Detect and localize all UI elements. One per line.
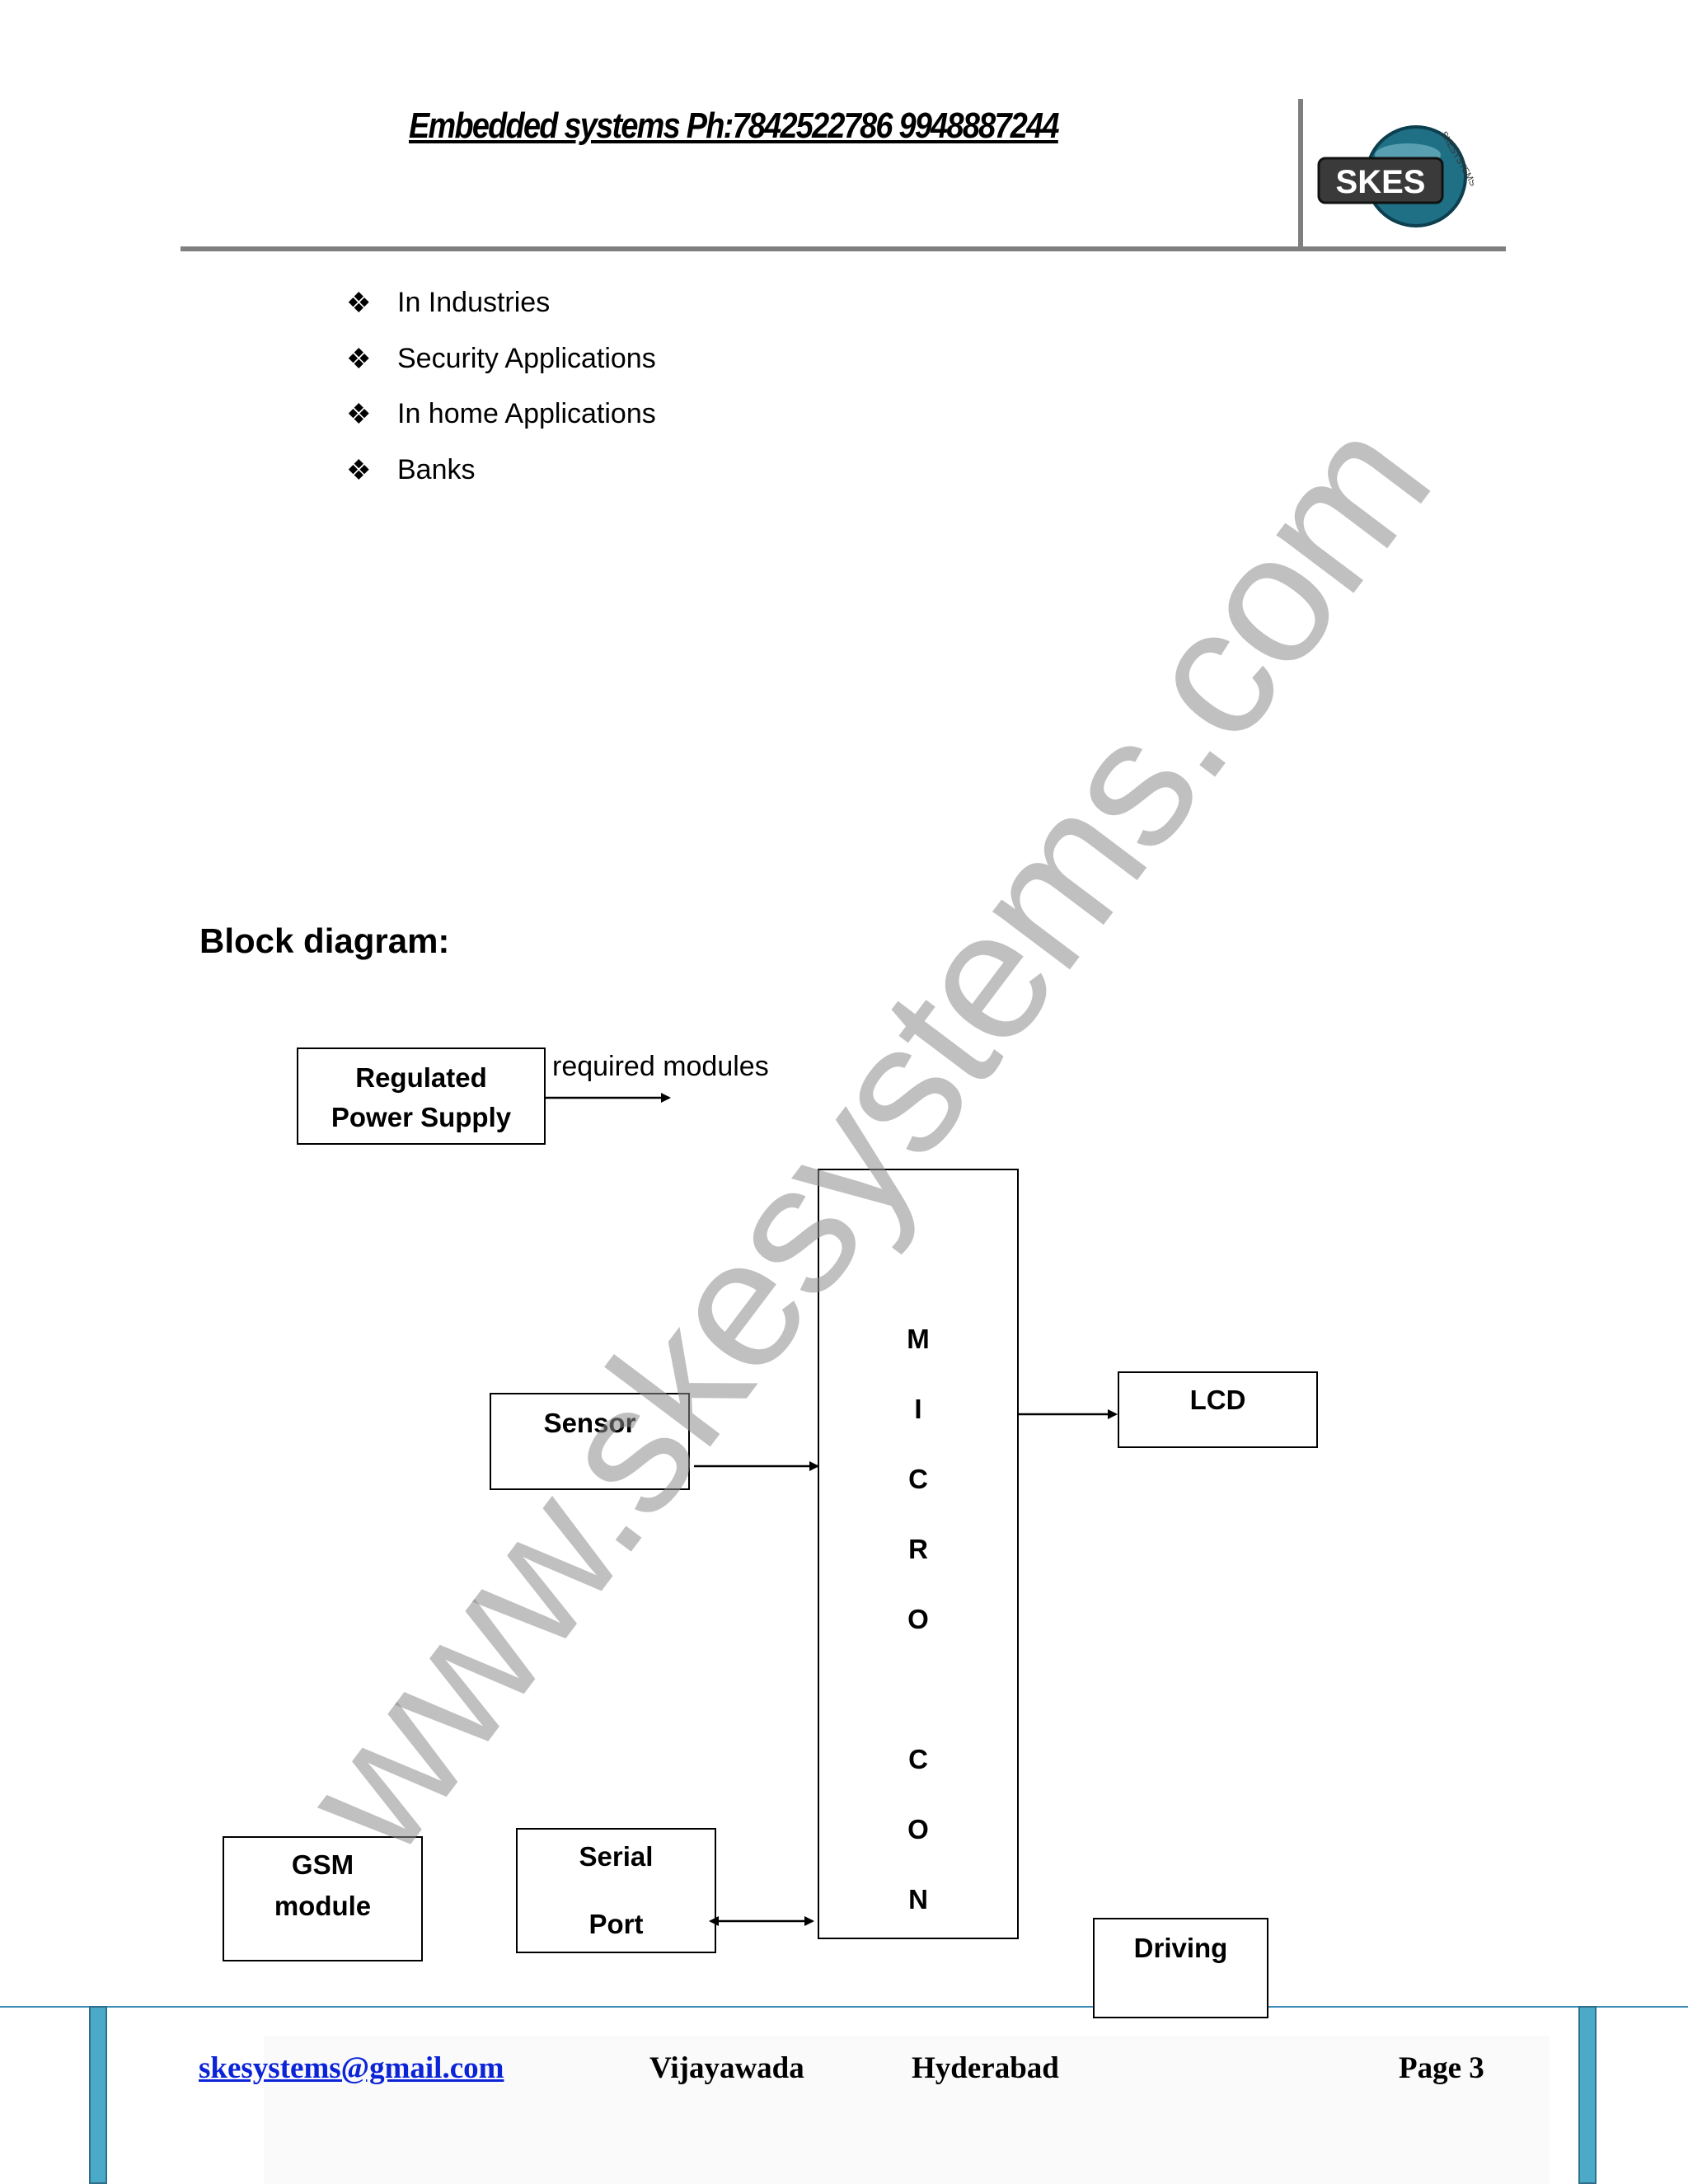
gsm-line2: module <box>274 1891 372 1921</box>
micro-letter: C <box>908 1744 928 1774</box>
diamond-bullet-icon: ❖ <box>346 454 372 486</box>
list-item-label: In home Applications <box>397 398 656 429</box>
gsm-module-box: GSM module <box>223 1836 423 1961</box>
header-vertical-divider <box>1298 99 1303 251</box>
diamond-bullet-icon: ❖ <box>346 399 372 430</box>
power-supply-line1: Regulated <box>355 1062 487 1093</box>
diamond-bullet-icon: ❖ <box>346 343 372 375</box>
sensor-box: Sensor <box>490 1393 690 1490</box>
required-modules-label: required modules <box>552 1051 769 1082</box>
micro-letter: M <box>907 1324 930 1354</box>
page-number: Page 3 <box>1399 2051 1484 2085</box>
lcd-label: LCD <box>1189 1385 1246 1415</box>
micro-letter: N <box>908 1884 928 1915</box>
lcd-box: LCD <box>1118 1371 1318 1448</box>
footer-right-bar <box>1578 2006 1597 2184</box>
micro-letter: R <box>908 1534 928 1564</box>
list-item: ❖ Banks <box>346 454 656 510</box>
gsm-line1: GSM <box>291 1849 354 1880</box>
power-supply-box: Regulated Power Supply <box>297 1047 546 1145</box>
list-item: ❖ Security Applications <box>346 343 656 399</box>
list-item-label: Banks <box>397 453 476 485</box>
footer-email-link[interactable]: skesystems@gmail.com <box>199 2051 504 2085</box>
footer-city-hyderabad: Hyderabad <box>912 2051 1059 2085</box>
list-item-label: Security Applications <box>397 342 656 374</box>
skes-logo: SKES SKESYSTEMS <box>1317 122 1478 232</box>
footer-divider <box>0 2006 1688 2008</box>
footer-city-vijayawada: Vijayawada <box>649 2051 804 2085</box>
power-supply-line2: Power Supply <box>331 1102 512 1132</box>
footer-background <box>264 2036 1550 2184</box>
applications-list: ❖ In Industries ❖ Security Applications ❖ I… <box>346 287 656 509</box>
micro-letter: I <box>914 1394 922 1424</box>
sensor-label: Sensor <box>543 1408 636 1438</box>
micro-letter: C <box>908 1464 928 1494</box>
microcontroller-box: M I C R O C O N <box>818 1169 1019 1939</box>
driving-box: Driving <box>1093 1918 1268 2018</box>
list-item: ❖ In Industries <box>346 287 656 343</box>
micro-letter: O <box>907 1814 929 1844</box>
logo-text: SKES <box>1336 164 1426 200</box>
list-item-label: In Industries <box>397 287 551 318</box>
header-divider <box>181 246 1506 251</box>
diamond-bullet-icon: ❖ <box>346 288 372 319</box>
list-item: ❖ In home Applications <box>346 398 656 454</box>
serial-line2: Port <box>588 1909 644 1939</box>
header-title: Embedded systems Ph:7842522786 994888724… <box>409 105 1059 146</box>
section-heading: Block diagram: <box>199 921 450 960</box>
driving-label: Driving <box>1133 1933 1228 1963</box>
serial-line1: Serial <box>579 1841 654 1872</box>
footer-left-bar <box>89 2006 107 2184</box>
serial-port-box: Serial Port <box>516 1828 716 1953</box>
micro-letter: O <box>907 1604 929 1634</box>
logo-graphic: SKES SKESYSTEMS <box>1317 125 1478 227</box>
